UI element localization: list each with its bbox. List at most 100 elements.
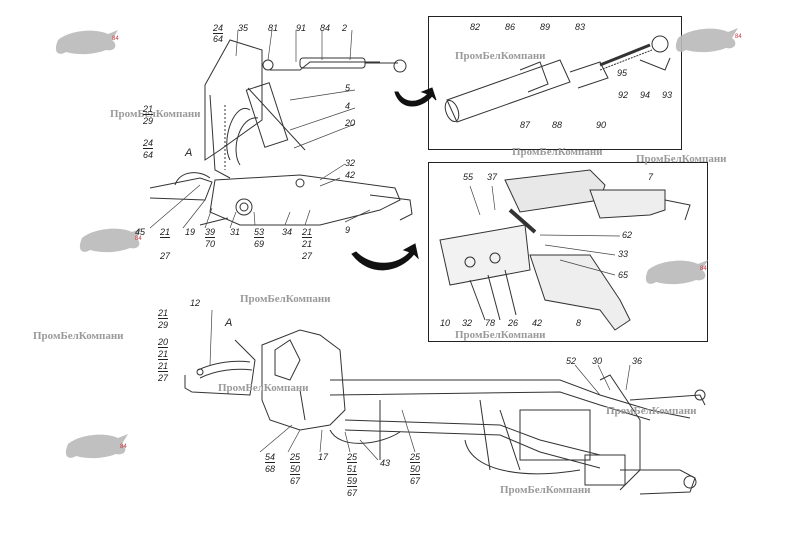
callout: 7	[648, 172, 654, 182]
watermark-text: ПромБелКомпани	[240, 293, 331, 305]
inset-frame-cylinder	[428, 16, 682, 150]
watermark-text: ПромБелКомпани	[606, 405, 697, 417]
callout: 89	[540, 22, 551, 32]
callout: 25	[290, 452, 301, 463]
callout: 43	[380, 458, 391, 468]
callout: 21	[158, 361, 169, 372]
callout: 21	[302, 227, 313, 238]
callout: 10	[440, 318, 451, 328]
watermark-text: ПромБелКомпани	[512, 146, 603, 158]
callout: 67	[347, 488, 358, 498]
svg-text:84: 84	[700, 266, 707, 272]
callout: 31	[230, 227, 241, 237]
watermark-text: ПромБелКомпани	[455, 50, 546, 62]
svg-text:84: 84	[120, 444, 127, 450]
callout: 42	[345, 170, 356, 180]
logo-watermark	[55, 28, 738, 459]
callout: 27	[158, 373, 169, 383]
callout: 21	[302, 239, 313, 249]
callout: 4	[345, 101, 351, 111]
callout: 50	[410, 464, 421, 475]
callout: 82	[470, 22, 481, 32]
callout: 87	[520, 120, 531, 130]
callout: 32	[462, 318, 473, 328]
callout: 53	[254, 227, 265, 238]
callout: 8	[576, 318, 582, 328]
callout: 62	[622, 230, 633, 240]
callout: 35	[238, 23, 249, 33]
callout: 5	[345, 83, 351, 93]
callout: 25	[410, 452, 421, 463]
callout: 45	[135, 227, 146, 237]
callout: 67	[410, 476, 421, 486]
callout: 91	[296, 23, 307, 33]
callout: 69	[254, 239, 265, 249]
callout: 50	[290, 464, 301, 475]
callout: 26	[508, 318, 519, 328]
lower-link	[209, 174, 401, 226]
callout: 21	[160, 227, 171, 238]
callout: 39	[205, 227, 216, 238]
callout: 21	[158, 308, 169, 319]
watermark-text: ПромБелКомпани	[33, 330, 124, 342]
callout: 12	[190, 298, 201, 308]
callout: 90	[596, 120, 607, 130]
callout: 20	[158, 337, 169, 348]
callout: 33	[618, 249, 629, 259]
callout: 95	[617, 68, 628, 78]
callout: 2	[342, 23, 348, 33]
callout: 21	[143, 104, 154, 115]
callout: 24	[143, 138, 154, 149]
callout: 81	[268, 23, 279, 33]
callout: 24	[213, 23, 224, 34]
view-label: А	[225, 317, 233, 329]
callout: 67	[290, 476, 301, 486]
callout: 88	[552, 120, 563, 130]
callout: 78	[485, 318, 496, 328]
callout: 19	[185, 227, 196, 237]
callout: 20	[345, 118, 356, 128]
callout: 32	[345, 158, 356, 168]
callout: 55	[463, 172, 474, 182]
watermark-text: ПромБелКомпани	[110, 108, 201, 120]
svg-text:84: 84	[735, 34, 742, 40]
callout: 51	[347, 464, 358, 475]
callout: 42	[532, 318, 543, 328]
callout: 9	[345, 225, 351, 235]
callout: 92	[618, 90, 629, 100]
callout: 84	[320, 23, 331, 33]
callout: 94	[640, 90, 651, 100]
watermark-text: ПромБелКомпани	[500, 484, 591, 496]
frame-plate	[204, 39, 263, 161]
callout: 83	[575, 22, 586, 32]
watermark-text: ПромБелКомпани	[636, 153, 727, 165]
callout: 29	[143, 116, 154, 126]
callout: 34	[282, 227, 293, 237]
callout: 52	[566, 356, 577, 366]
callout: 36	[632, 356, 643, 366]
callout: 64	[213, 34, 224, 44]
callout: 64	[143, 150, 154, 160]
callout: 54	[265, 452, 276, 463]
callout: 17	[318, 452, 329, 462]
callout: 59	[347, 476, 358, 487]
callout: 27	[160, 251, 171, 261]
callout: 93	[662, 90, 673, 100]
watermark-text: ПромБелКомпани	[455, 329, 546, 341]
svg-text:84: 84	[135, 236, 142, 242]
callout: 68	[265, 464, 276, 474]
view-label: А	[185, 147, 193, 159]
callout: 30	[592, 356, 603, 366]
svg-text:84: 84	[112, 36, 119, 42]
watermark-text: ПромБелКомпани	[218, 382, 309, 394]
callout: 29	[158, 320, 169, 330]
callout: 21	[158, 349, 169, 360]
callout: 70	[205, 239, 216, 249]
callout: 65	[618, 270, 629, 280]
callout: 86	[505, 22, 516, 32]
callout: 37	[487, 172, 498, 182]
callout: 27	[302, 251, 313, 261]
callout: 25	[347, 452, 358, 463]
